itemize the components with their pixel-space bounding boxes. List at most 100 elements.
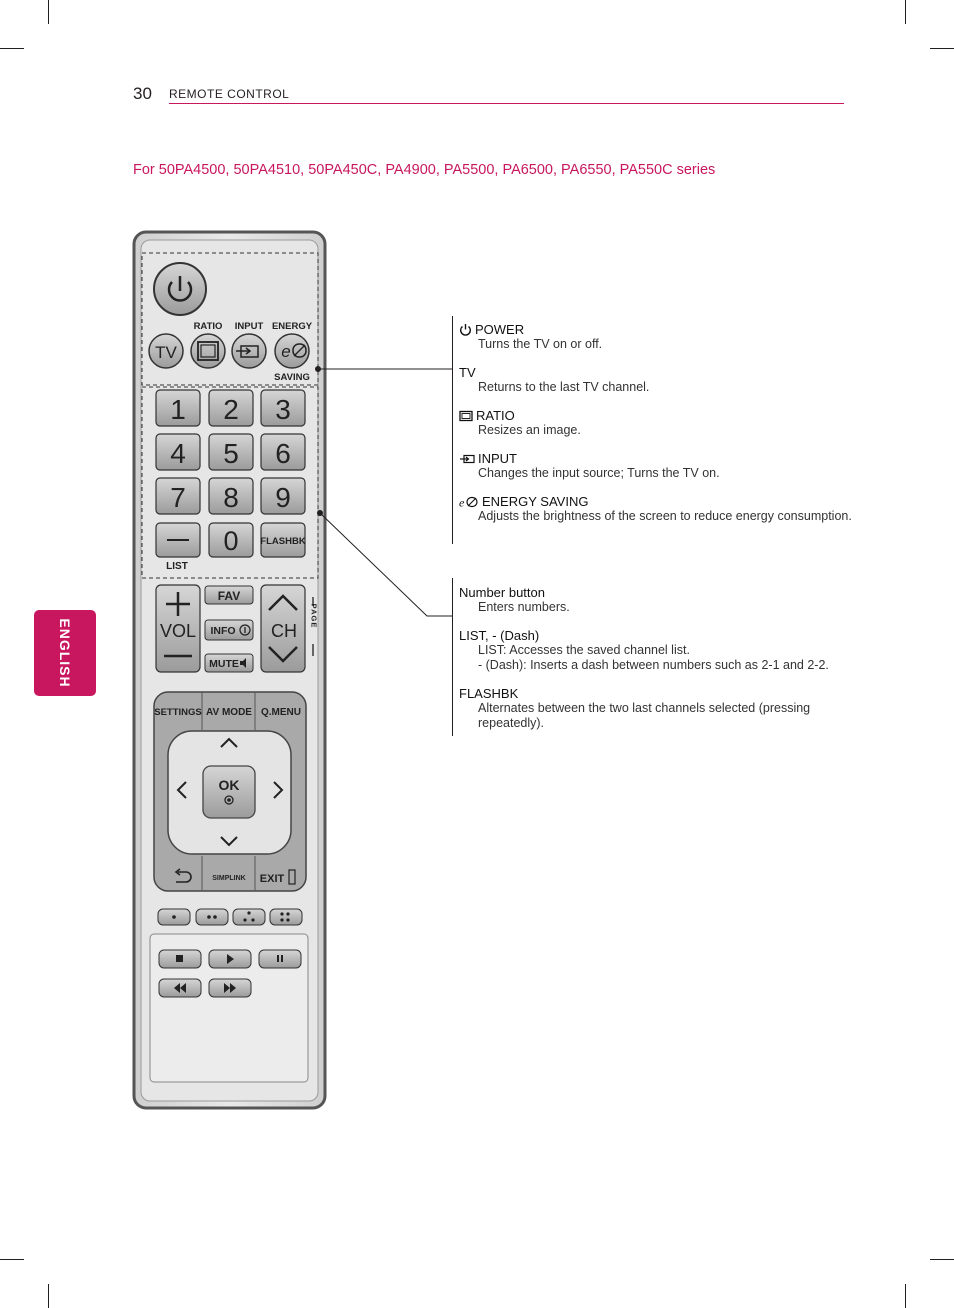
volume-rocker[interactable]: VOL [155, 584, 201, 673]
energy-label: ENERGY [272, 321, 313, 332]
ok-label: OK [219, 777, 240, 793]
description-title: POWER [475, 322, 525, 337]
description-energy-saving: e ENERGY SAVING Adjusts the brightness o… [459, 494, 859, 524]
fast-forward-button[interactable] [208, 978, 252, 998]
vol-label: VOL [160, 621, 196, 641]
energy-saving-icon: e [281, 342, 290, 361]
description-text: LIST: Accesses the saved channel list. [478, 643, 690, 657]
number-4-label: 4 [170, 438, 186, 469]
input-button[interactable] [231, 333, 267, 369]
list-dash-button[interactable] [155, 522, 201, 558]
page-number: 30 [133, 84, 152, 103]
info-label: INFO [210, 625, 235, 637]
number-9-button[interactable]: 9 [260, 477, 306, 515]
description-power: POWER Turns the TV on or off. [459, 322, 859, 352]
ratio-label: RATIO [194, 321, 223, 332]
language-tab: ENGLISH [34, 610, 96, 696]
description-tv: TV Returns to the last TV channel. [459, 365, 859, 395]
description-text: Resizes an image. [478, 423, 581, 437]
description-text: - (Dash): Inserts a dash between numbers… [478, 658, 829, 672]
description-bar-bottom [452, 578, 453, 736]
description-text: Adjusts the brightness of the screen to … [478, 509, 852, 523]
stop-button[interactable] [158, 949, 202, 969]
crop-mark [930, 48, 954, 49]
info-icon [239, 624, 251, 636]
number-7-button[interactable]: 7 [155, 477, 201, 515]
mute-label: MUTE [209, 658, 239, 670]
series-title: For 50PA4500, 50PA4510, 50PA450C, PA4900… [133, 162, 716, 178]
arrow-up-icon[interactable] [220, 737, 238, 748]
number-8-button[interactable]: 8 [208, 477, 254, 515]
section-title: REMOTE CONTROL [169, 87, 290, 101]
number-6-label: 6 [275, 438, 291, 469]
number-5-button[interactable]: 5 [208, 433, 254, 471]
description-input: INPUT Changes the input source; Turns th… [459, 451, 859, 481]
exit-button[interactable]: EXIT [260, 869, 296, 885]
ok-button[interactable]: OK [202, 765, 256, 819]
number-3-button[interactable]: 3 [260, 389, 306, 427]
number-6-button[interactable]: 6 [260, 433, 306, 471]
flashbk-label: FLASHBK [260, 536, 306, 547]
playback-panel [149, 933, 309, 1083]
number-3-label: 3 [275, 394, 291, 425]
description-ratio: RATIO Resizes an image. [459, 408, 859, 438]
crop-mark [905, 0, 906, 24]
play-button[interactable] [208, 949, 252, 969]
description-text: Enters numbers. [478, 600, 570, 614]
number-1-label: 1 [170, 394, 186, 425]
q-menu-label: Q.MENU [261, 707, 301, 718]
input-icon [460, 454, 475, 463]
svg-text:e: e [459, 496, 465, 508]
blue-button[interactable] [269, 908, 303, 926]
pause-button[interactable] [258, 949, 302, 969]
fav-label: FAV [218, 589, 240, 603]
number-4-button[interactable]: 4 [155, 433, 201, 471]
flashbk-button[interactable]: FLASHBK [260, 522, 306, 558]
arrow-right-icon[interactable] [273, 781, 284, 799]
arrow-left-icon[interactable] [176, 781, 187, 799]
mute-button[interactable]: MUTE [204, 653, 254, 673]
energy-saving-icon: e [459, 496, 478, 508]
crop-mark [0, 48, 24, 49]
description-title: LIST, - (Dash) [459, 628, 540, 643]
fav-button[interactable]: FAV [204, 585, 254, 605]
energy-saving-button[interactable]: e [274, 333, 310, 369]
q-menu-button[interactable]: Q.MENU [261, 707, 301, 718]
description-list-bottom: Number button Enters numbers. LIST, - (D… [459, 585, 859, 744]
ratio-button[interactable] [190, 333, 226, 369]
header-rule [169, 103, 844, 104]
number-1-button[interactable]: 1 [155, 389, 201, 427]
yellow-button[interactable] [232, 908, 266, 926]
power-icon [460, 324, 471, 336]
number-7-label: 7 [170, 482, 186, 513]
description-list-dash: LIST, - (Dash) LIST: Accesses the saved … [459, 628, 859, 673]
rewind-icon [174, 983, 186, 993]
back-button[interactable] [174, 868, 192, 883]
settings-button[interactable]: SETTINGS [154, 707, 202, 718]
arrow-down-icon[interactable] [220, 836, 238, 847]
play-icon [227, 954, 234, 964]
number-0-button[interactable]: 0 [208, 522, 254, 558]
av-mode-button[interactable]: AV MODE [206, 707, 252, 718]
channel-rocker[interactable]: CH [260, 584, 306, 673]
simplink-button[interactable]: SIMPLINK [212, 875, 245, 882]
red-button[interactable] [157, 908, 191, 926]
info-button[interactable]: INFO [204, 619, 254, 641]
pause-icon [277, 955, 279, 962]
green-button[interactable] [195, 908, 229, 926]
rewind-button[interactable] [158, 978, 202, 998]
number-2-button[interactable]: 2 [208, 389, 254, 427]
ratio-icon [197, 341, 219, 361]
tv-button[interactable]: TV [148, 333, 184, 369]
back-icon [176, 871, 192, 883]
tv-button-label: TV [155, 343, 177, 362]
crop-mark [48, 0, 49, 24]
exit-label: EXIT [260, 873, 285, 885]
power-button[interactable] [153, 262, 207, 316]
input-label: INPUT [235, 321, 264, 332]
number-9-label: 9 [275, 482, 291, 513]
description-flashbk: FLASHBK Alternates between the two last … [459, 686, 859, 731]
description-bar-top [452, 316, 453, 544]
ratio-icon [459, 410, 473, 421]
fast-forward-icon [224, 983, 236, 993]
